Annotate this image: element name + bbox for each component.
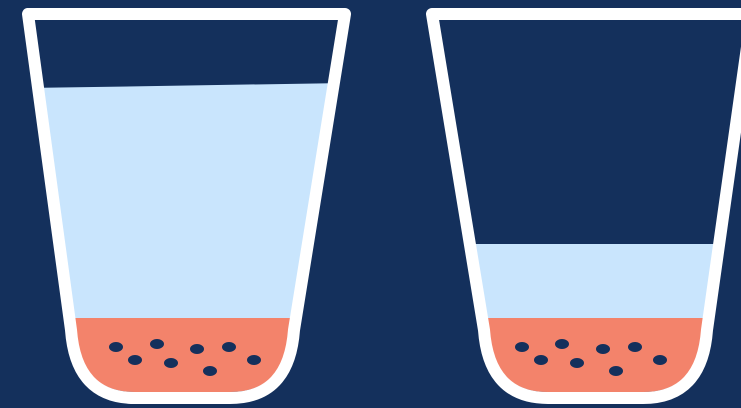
scene (0, 0, 741, 408)
